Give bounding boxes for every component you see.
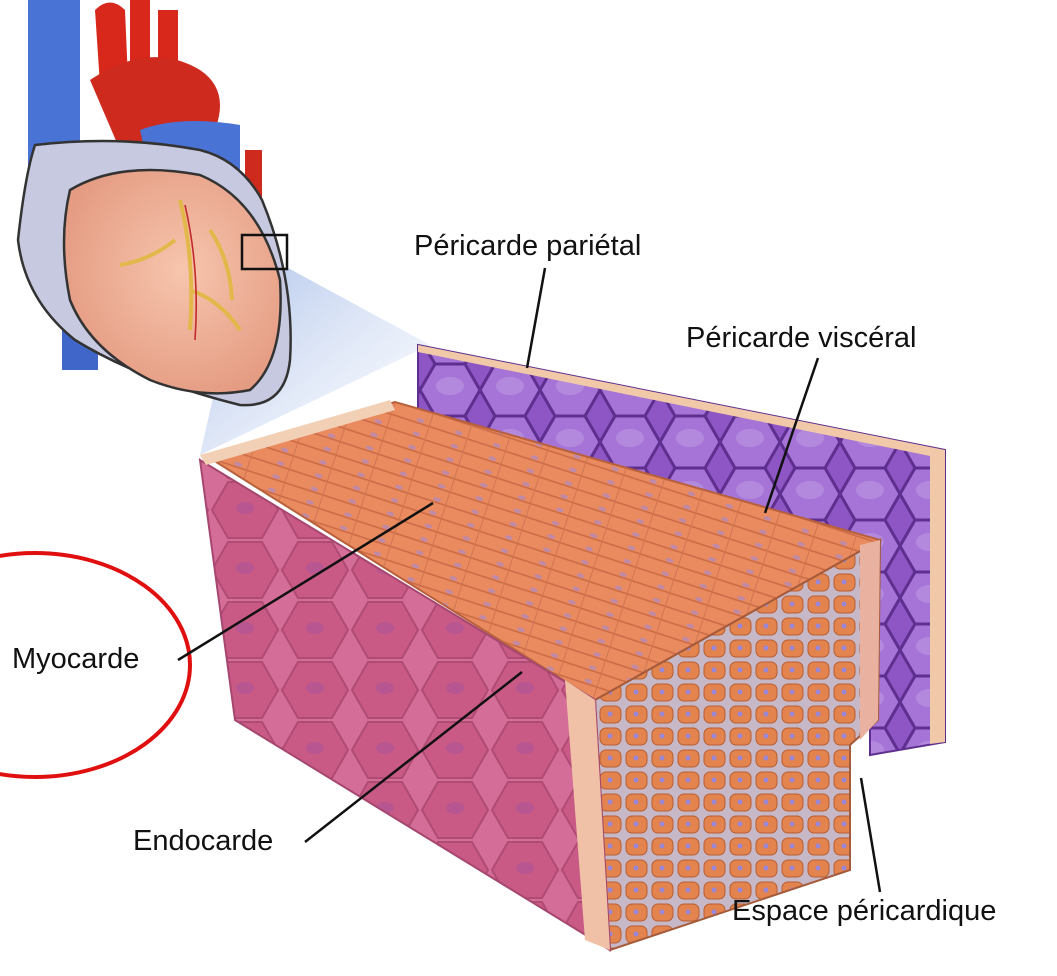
heart-illustration <box>18 0 291 405</box>
label-espace-pericardique: Espace péricardique <box>732 897 996 926</box>
label-endocarde: Endocarde <box>133 827 273 856</box>
label-pericarde-parietal: Péricarde pariétal <box>414 232 641 261</box>
leader-pericarde-parietal <box>527 268 545 368</box>
leader-espace-pericardique <box>861 778 880 892</box>
label-pericarde-visceral: Péricarde viscéral <box>686 324 916 353</box>
label-myocarde: Myocarde <box>12 645 139 674</box>
